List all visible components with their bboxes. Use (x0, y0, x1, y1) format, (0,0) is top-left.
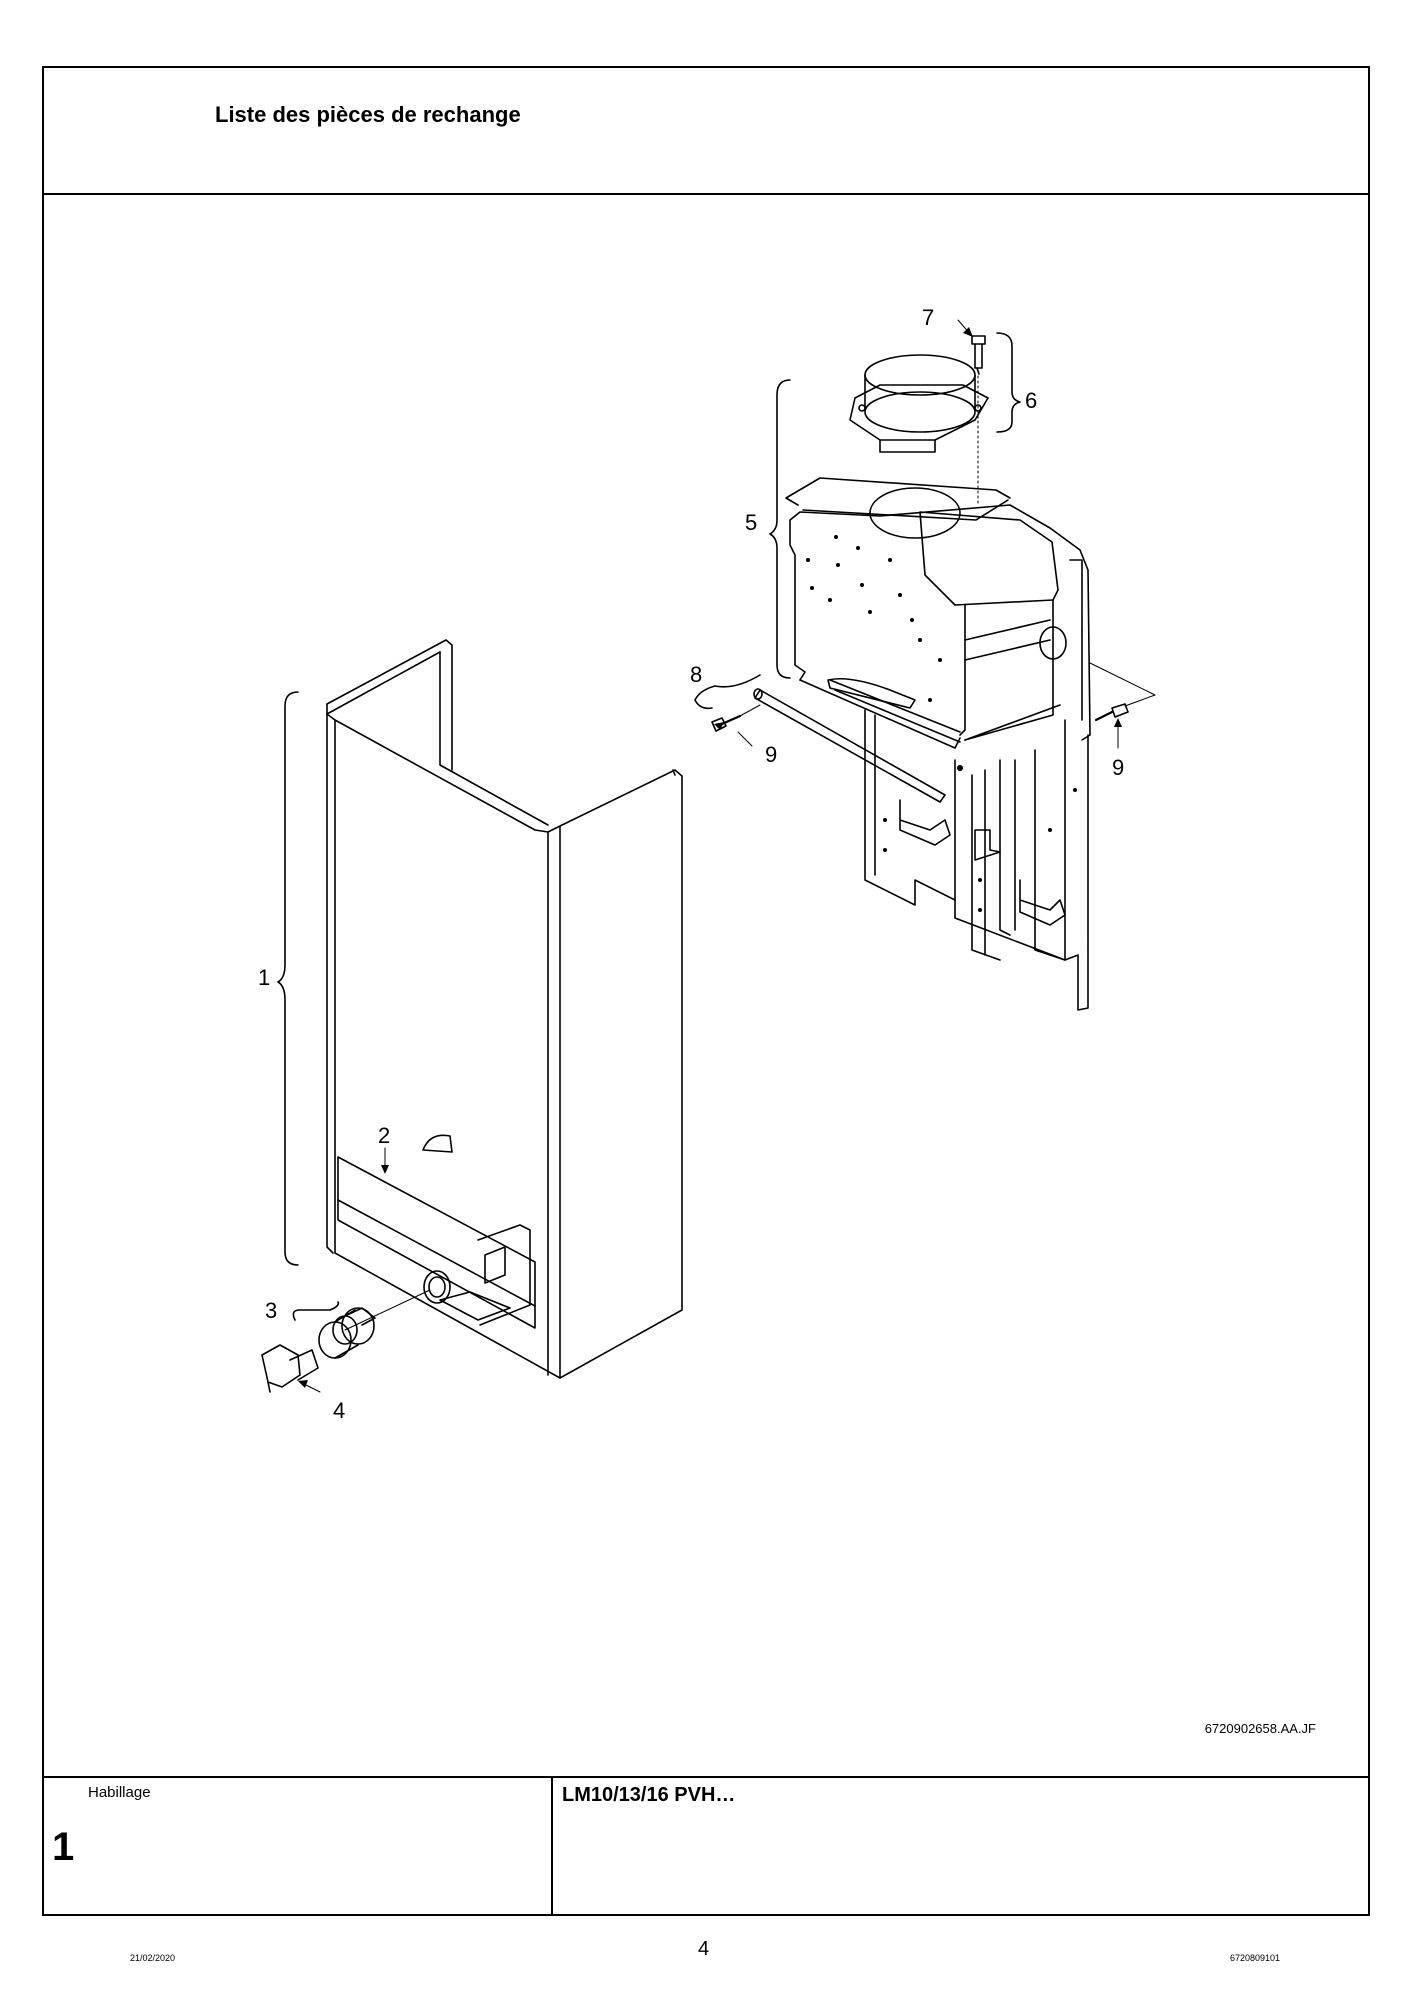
knob-part (261, 1289, 431, 1393)
callout-9-right: 9 (1112, 755, 1124, 780)
rod-part-8 (753, 688, 946, 803)
page-title: Liste des pièces de rechange (215, 102, 521, 127)
arrowheads (298, 327, 1122, 1388)
mounting-frame (864, 709, 1089, 1011)
header-divider (42, 193, 1370, 195)
casing-part (326, 639, 683, 1379)
screw-7 (971, 335, 986, 506)
footer-divider (42, 1776, 1370, 1778)
callout-8: 8 (690, 662, 702, 687)
hood-part (785, 477, 1091, 749)
callout-4: 4 (333, 1398, 345, 1423)
callout-9-left: 9 (765, 742, 777, 767)
print-date: 21/02/2020 (130, 1953, 176, 1963)
page-frame (42, 66, 1370, 1916)
callout-3: 3 (265, 1298, 277, 1323)
model-name: LM10/13/16 PVH… (562, 1784, 736, 1806)
page-number: 4 (698, 1938, 710, 1960)
drawing-reference: 6720902658.AA.JF (1204, 1721, 1316, 1736)
bracket-braces (277, 332, 1021, 1321)
callout-1: 1 (258, 965, 270, 990)
callout-2: 2 (378, 1123, 390, 1148)
callout-7: 7 (922, 305, 934, 330)
callout-5: 5 (745, 510, 757, 535)
flue-collar-part (849, 354, 989, 453)
section-label: Habillage (88, 1784, 151, 1801)
screw-9-left (711, 704, 761, 732)
callout-6: 6 (1025, 388, 1037, 413)
footer-column-divider (551, 1776, 553, 1916)
screw-9-right (1089, 662, 1156, 722)
document-number: 6720809101 (1230, 1953, 1281, 1963)
section-number: 1 (52, 1825, 75, 1869)
leader-arrows (299, 319, 1119, 1393)
